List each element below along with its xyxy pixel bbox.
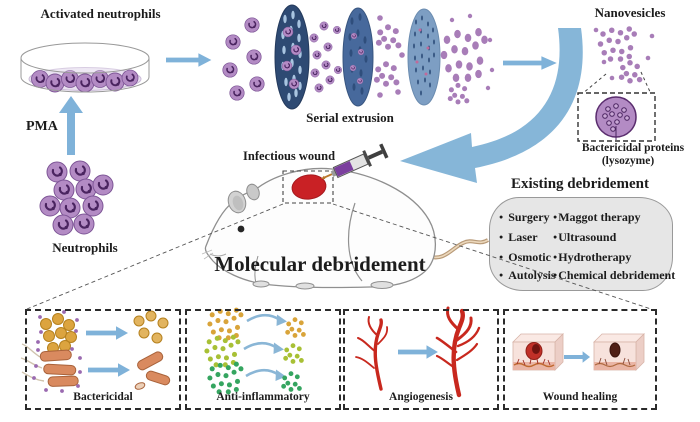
activated-neutrophils-label: Activated neutrophils — [40, 6, 161, 21]
existing-item: Hydrotherapy — [553, 250, 631, 265]
serial-extrusion-label: Serial extrusion — [306, 110, 394, 125]
bactericidal-proteins-label: Bactericidal proteins — [581, 142, 685, 154]
serial-extrusion-icon — [222, 4, 495, 110]
panel-label: Angiogenesis — [389, 391, 453, 403]
bactericidal-panel-art — [20, 310, 171, 393]
arrow-right-icon — [166, 53, 212, 67]
existing-item: Ultrasound — [553, 230, 616, 245]
syringe-icon — [321, 143, 389, 180]
mouse-eye — [237, 225, 245, 233]
neutrophils-label: Neutrophils — [52, 240, 118, 255]
existing-item: Surgery — [499, 210, 549, 225]
pma-arrow-icon — [59, 96, 83, 155]
infectious-wound-label: Infectious wound — [243, 149, 336, 163]
panel-anti-inflammatory: Anti-inflammatory — [185, 309, 341, 410]
panel-wound-healing: Wound healing — [503, 309, 657, 410]
nanovesicles-label: Nanovesicles — [594, 5, 666, 20]
wound-healing-panel-art — [512, 333, 645, 371]
existing-debridement-title: Existing debridement — [511, 176, 649, 192]
neutrophils-cluster-icon — [38, 159, 115, 237]
panel-angiogenesis: Angiogenesis — [343, 309, 499, 410]
pma-label: PMA — [26, 119, 58, 134]
nanovesicles-cluster-icon — [593, 26, 655, 84]
existing-item: Autolysis — [499, 268, 555, 283]
existing-item: Maggot therapy — [553, 210, 640, 225]
nanovesicle-inset — [577, 71, 656, 142]
angiogenesis-panel-art — [355, 306, 481, 398]
panel-bactericidal: Bactericidal — [25, 309, 181, 410]
curved-arrow-icon — [400, 28, 583, 183]
existing-item: Osmotic — [499, 250, 551, 265]
molecular-debridement-title: Molecular debridement — [214, 252, 426, 276]
existing-item: Chemical debridement — [553, 268, 675, 283]
panel-label: Bactericidal — [73, 391, 133, 403]
panel-label: Wound healing — [542, 391, 618, 403]
existing-item: Laser — [499, 230, 537, 245]
petri-dish-icon — [20, 42, 150, 93]
wound-icon — [282, 170, 334, 204]
arrow-right-icon — [503, 56, 557, 70]
lysozyme-label: (lysozyme) — [601, 155, 655, 167]
panel-label: Anti-inflammatory — [216, 391, 310, 403]
